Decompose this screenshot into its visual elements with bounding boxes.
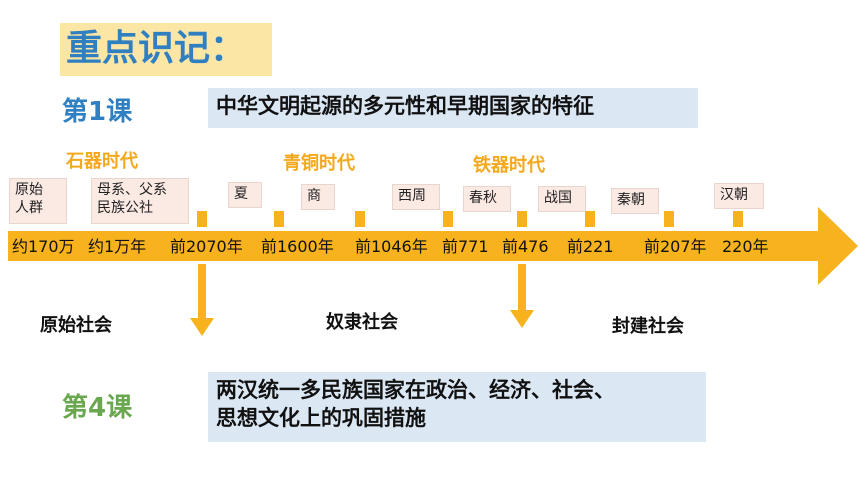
society-primitive: 原始社会: [40, 315, 112, 336]
date-label: 前1046年: [355, 237, 428, 256]
lesson4-topic-line: 思想文化上的巩固措施: [216, 406, 426, 430]
date-label: 约170万: [12, 237, 75, 256]
date-label: 前221: [567, 237, 614, 256]
tick-mark: [733, 211, 743, 227]
date-label: 约1万年: [88, 237, 147, 256]
period-han: 汉朝: [714, 183, 764, 209]
heading-highlight: [60, 23, 272, 76]
date-label: 前2070年: [170, 237, 243, 256]
tick-mark: [443, 211, 453, 227]
lesson4-topic-line: 两汉统一多民族国家在政治、经济、社会、: [216, 378, 615, 402]
divider-arrow-down: [190, 264, 214, 336]
period-shang: 商: [301, 184, 335, 210]
date-label: 前207年: [644, 237, 707, 256]
period-primitive-groups: 原始 人群: [9, 178, 67, 224]
period-line: 母系、父系: [97, 182, 167, 198]
period-line: 人群: [15, 200, 43, 216]
tick-mark: [585, 211, 595, 227]
period-warring-states: 战国: [538, 186, 586, 212]
divider-arrow-down: [510, 264, 534, 328]
timeline-arrow: [8, 207, 858, 285]
tick-mark: [274, 211, 284, 227]
date-label: 220年: [722, 237, 769, 256]
lesson1-label: 第1课: [62, 97, 133, 127]
date-label: 前476: [502, 237, 549, 256]
tick-mark: [355, 211, 365, 227]
date-label: 前771: [442, 237, 489, 256]
date-label: 前1600年: [261, 237, 334, 256]
era-bronze-age: 青铜时代: [283, 153, 355, 174]
lesson4-label: 第4课: [62, 393, 133, 423]
period-qin: 秦朝: [611, 188, 659, 214]
tick-mark: [197, 211, 207, 227]
era-iron-age: 铁器时代: [473, 155, 545, 176]
period-line: 民族公社: [97, 200, 153, 216]
timeline-arrow-shape: [8, 207, 858, 285]
lesson1-topic: 中华文明起源的多元性和早期国家的特征: [208, 88, 698, 130]
society-slave: 奴隶社会: [326, 312, 398, 333]
society-feudal: 封建社会: [612, 316, 684, 337]
period-line: 原始: [15, 182, 43, 198]
period-western-zhou: 西周: [392, 184, 440, 210]
period-xia: 夏: [228, 182, 262, 208]
period-clan-commune: 母系、父系 民族公社: [91, 178, 189, 224]
era-stone-age: 石器时代: [66, 151, 138, 172]
tick-mark: [664, 211, 674, 227]
page-title: 重点识记：: [66, 28, 247, 69]
lesson4-topic: 两汉统一多民族国家在政治、经济、社会、 思想文化上的巩固措施: [208, 372, 706, 442]
tick-mark: [517, 211, 527, 227]
period-spring-autumn: 春秋: [463, 186, 511, 212]
